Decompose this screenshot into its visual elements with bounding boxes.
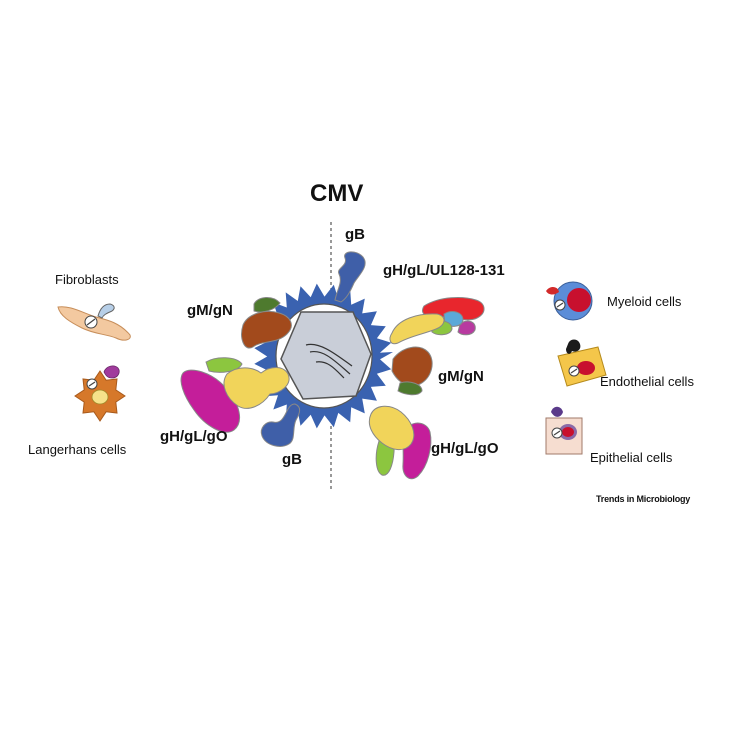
gb-bottom-label: gB (282, 451, 302, 468)
gmgn-right-shape (391, 346, 433, 396)
gmgn-left-label: gM/gN (187, 302, 233, 319)
gmgn-left-shape (241, 297, 292, 349)
trimer-right-label: gH/gL/gO (431, 440, 499, 457)
pentamer-shape (389, 297, 485, 345)
gb-bottom (260, 403, 301, 447)
gb-top (334, 251, 366, 303)
gmgn-right-label: gM/gN (438, 368, 484, 385)
myeloid-cell-icon (546, 281, 593, 321)
myeloid-label: Myeloid cells (607, 294, 682, 309)
trimer-right-shape (368, 405, 432, 480)
endothelial-cell-icon (557, 339, 607, 387)
fibroblasts-label: Fibroblasts (55, 272, 119, 287)
trimer-left-shape (180, 357, 290, 433)
gb-top-label: gB (345, 226, 365, 243)
diagram-title: CMV (310, 180, 364, 207)
virion (254, 283, 393, 429)
langerhans-label: Langerhans cells (28, 442, 127, 457)
epithelial-label: Epithelial cells (590, 450, 673, 465)
endothelial-label: Endothelial cells (600, 374, 694, 389)
langerhans-cell-icon (74, 365, 126, 422)
pentamer-label: gH/gL/UL128-131 (383, 262, 505, 279)
epithelial-cell-icon (545, 406, 583, 455)
fibroblast-cell-icon (57, 303, 131, 341)
journal-credit: Trends in Microbiology (596, 494, 691, 504)
trimer-left-label: gH/gL/gO (160, 428, 228, 445)
genome (305, 343, 353, 379)
